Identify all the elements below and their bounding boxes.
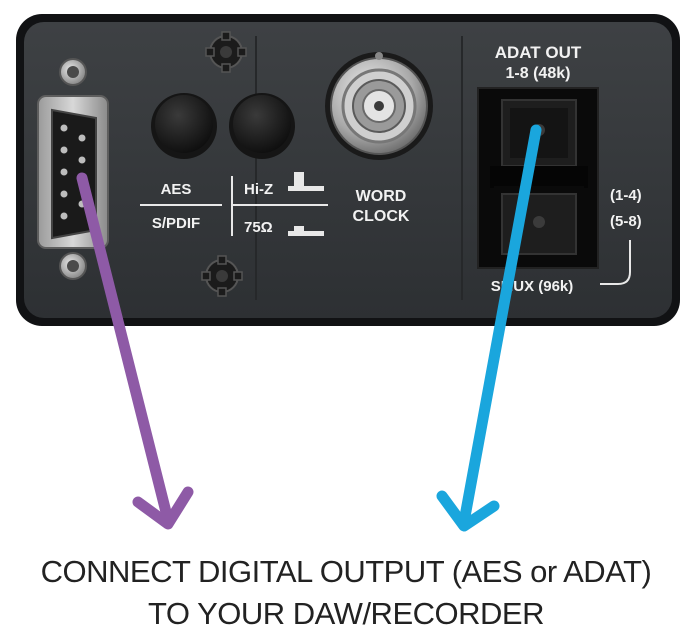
screw-icon <box>59 252 87 280</box>
screw-icon <box>59 58 87 86</box>
switch-up-icon <box>288 172 324 191</box>
spdif-label: S/PDIF <box>152 215 200 232</box>
hiz-75ohm-push-button[interactable] <box>229 93 295 159</box>
purple-arrow-icon <box>76 172 194 530</box>
adat-range-label: 1-8 (48k) <box>506 65 571 82</box>
word-label: WORD <box>356 188 407 205</box>
ohm75-label: 75Ω <box>244 219 273 236</box>
range-1-4-label: (1-4) <box>610 187 642 204</box>
blue-arrow-icon <box>436 124 542 532</box>
caption-line-1: CONNECT DIGITAL OUTPUT (AES or ADAT) <box>40 554 652 589</box>
aes-label: AES <box>161 181 192 198</box>
optical-port-icon[interactable] <box>494 186 584 262</box>
hiz-label: Hi-Z <box>244 181 273 198</box>
thumbscrew-icon <box>201 255 243 297</box>
caption-line-2: TO YOUR DAW/RECORDER <box>148 596 544 631</box>
bnc-connector-icon[interactable] <box>325 52 433 160</box>
bracket-line <box>600 240 631 285</box>
switch-down-icon <box>288 226 324 236</box>
thumbscrew-icon <box>205 31 247 73</box>
button-labels: AES S/PDIF Hi-Z 75Ω <box>140 172 328 236</box>
adat-out-label: ADAT OUT <box>495 43 582 62</box>
clock-label: CLOCK <box>353 208 410 225</box>
range-5-8-label: (5-8) <box>610 213 642 230</box>
aes-spdif-push-button[interactable] <box>151 93 217 159</box>
